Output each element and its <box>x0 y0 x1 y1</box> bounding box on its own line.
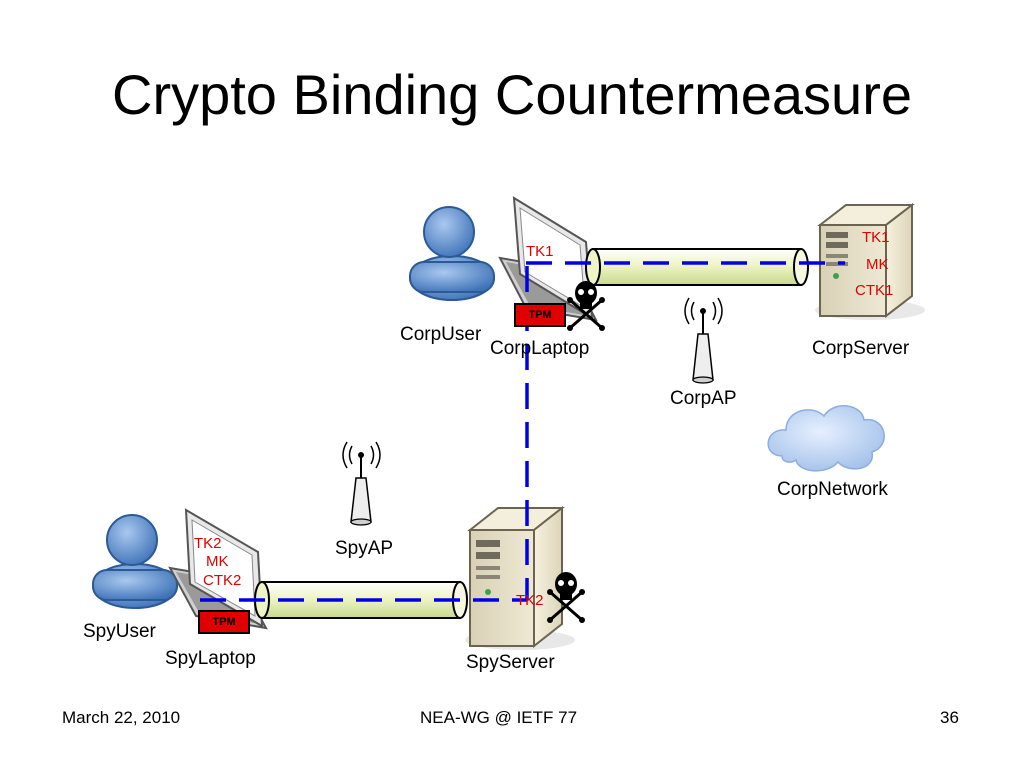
spy-server-label: SpyServer <box>466 652 555 673</box>
spy-skull-crossbones-icon <box>547 572 585 623</box>
spy-laptop-key-2: MK <box>206 553 229 570</box>
spy-ap-icon <box>342 441 381 526</box>
corp-user-label: CorpUser <box>400 324 482 345</box>
corp-tunnel <box>585 248 809 286</box>
spy-user-icon <box>92 514 178 609</box>
corp-ap-label: CorpAP <box>670 388 737 409</box>
corp-ap-icon <box>684 297 723 384</box>
spy-laptop-key-3: CTK2 <box>203 572 242 589</box>
corp-laptop-label: CorpLaptop <box>490 338 590 359</box>
corp-server-key-3: CTK1 <box>855 282 894 299</box>
corp-server-icon <box>815 202 925 320</box>
spy-server-key: TK2 <box>516 592 544 609</box>
corp-user-icon <box>409 206 495 301</box>
cloud-icon <box>767 405 885 472</box>
spy-laptop-label: SpyLaptop <box>165 648 256 669</box>
corp-skull-crossbones-icon <box>567 281 605 331</box>
spy-laptop-key-1: TK2 <box>194 535 222 552</box>
spy-user-label: SpyUser <box>83 621 156 642</box>
slide-title: Crypto Binding Countermeasure <box>112 63 912 126</box>
corp-tpm-chip: TPM <box>514 303 566 327</box>
spy-ap-label: SpyAP <box>335 538 394 559</box>
corp-network-label: CorpNetwork <box>777 479 888 500</box>
spy-tpm-chip: TPM <box>198 610 250 634</box>
corp-laptop-key: TK1 <box>526 243 554 260</box>
footer-date: March 22, 2010 <box>62 708 181 727</box>
corp-server-label: CorpServer <box>812 338 910 359</box>
corp-server-key-2: MK <box>866 256 889 273</box>
spy-server-icon <box>465 505 575 650</box>
footer-center: NEA-WG @ IETF 77 <box>420 708 578 727</box>
corp-server-key-1: TK1 <box>862 229 890 246</box>
page-number: 36 <box>940 708 959 727</box>
